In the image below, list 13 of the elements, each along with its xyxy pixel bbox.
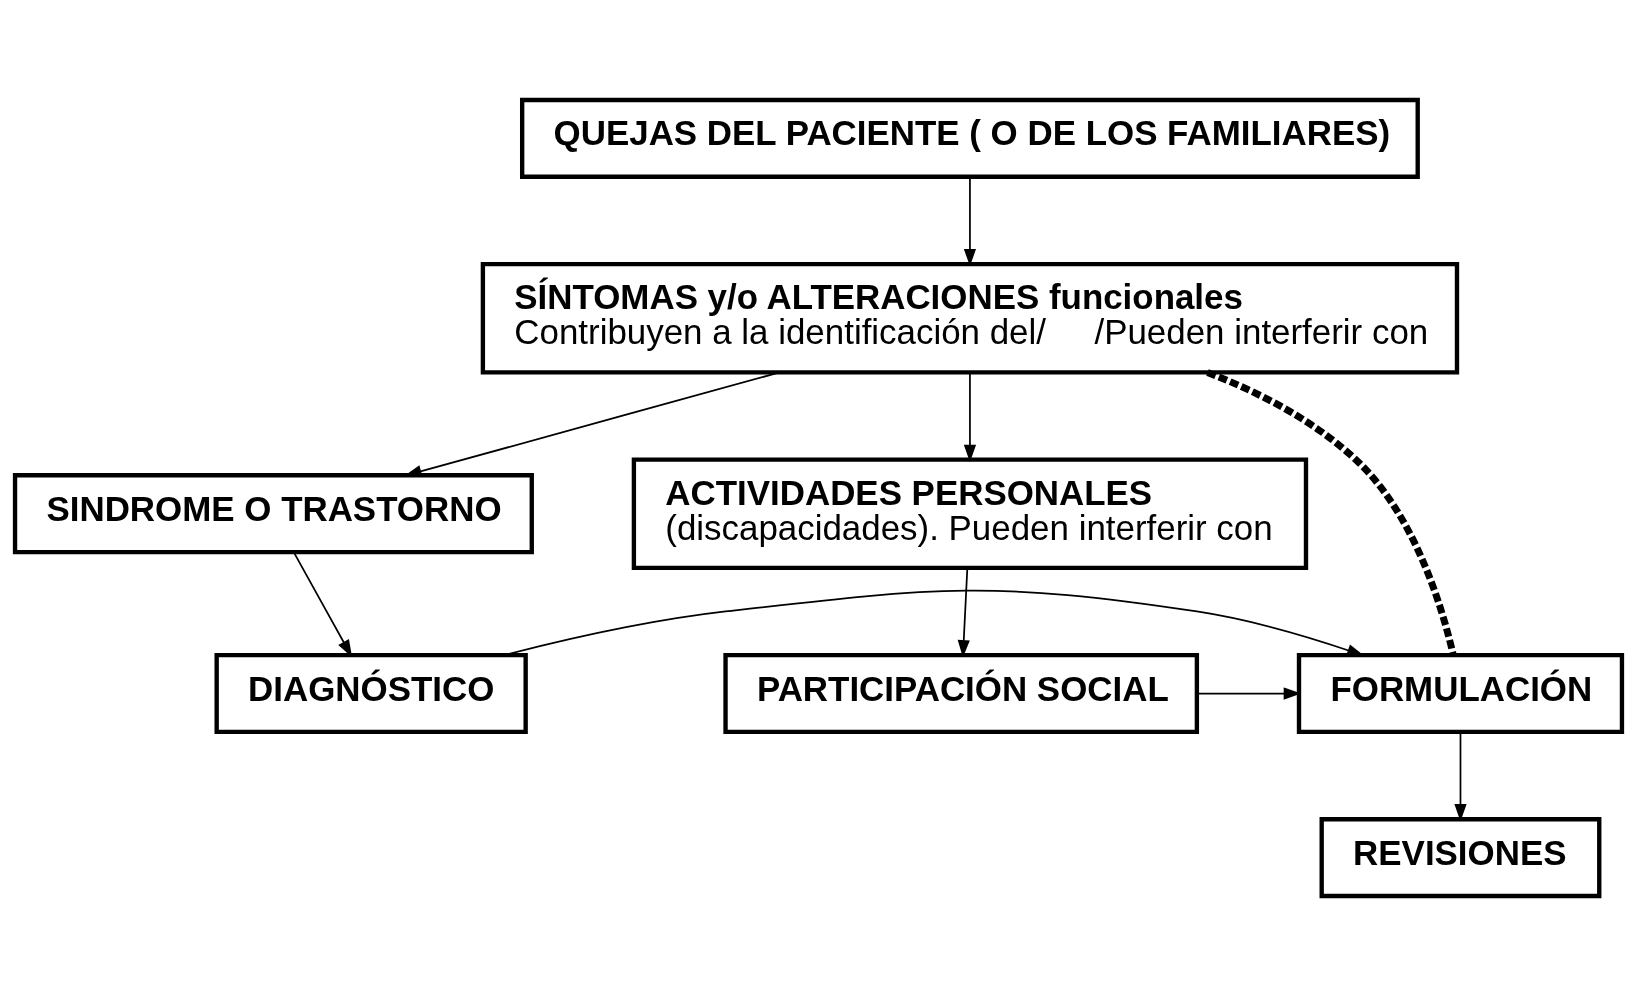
arrow bbox=[1454, 731, 1467, 822]
connector bbox=[1206, 369, 1457, 656]
node-box: REVISIONES bbox=[1319, 817, 1602, 899]
node-box: SÍNTOMAS y/o ALTERACIONES funcionales Contribuyen a la identificación del/ /Pueden interferir con bbox=[480, 261, 1460, 375]
node-box: ACTIVIDADES PERSONALES (discapacidades). Pueden interferir con bbox=[631, 457, 1309, 570]
arrow bbox=[963, 176, 977, 267]
node-box: FORMULACIÓN bbox=[1296, 652, 1625, 735]
arrow bbox=[963, 371, 977, 463]
node-box: SINDROME O TRASTORNO bbox=[12, 473, 534, 555]
node-box: QUEJAS DEL PACIENTE ( O DE LOS FAMILIARES) bbox=[520, 97, 1420, 179]
node-box: DIAGNÓSTICO bbox=[214, 652, 528, 735]
arrow bbox=[957, 567, 970, 658]
node-box: PARTICIPACIÓN SOCIAL bbox=[723, 652, 1200, 735]
